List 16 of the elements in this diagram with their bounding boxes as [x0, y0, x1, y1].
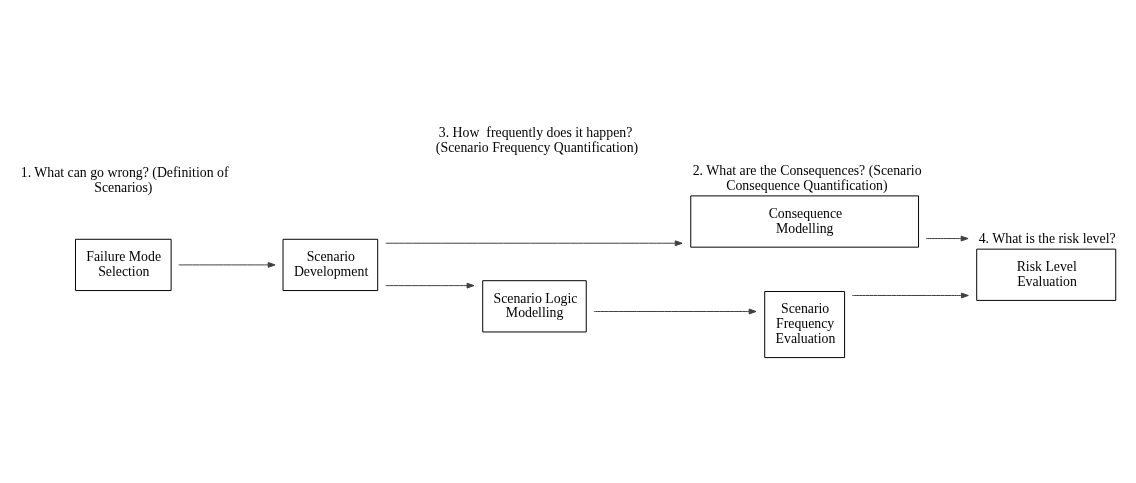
arrow	[385, 240, 683, 247]
label: 3. How frequently does it happen? (Scenario Frequency Quantification)	[435, 124, 639, 155]
arrow	[593, 308, 757, 315]
arrow	[925, 235, 969, 242]
node-box: Scenario Frequency Evaluation	[764, 291, 846, 359]
node-label: 2. What are the Consequences? (Scenario Consequence Quantification)	[692, 163, 922, 194]
arrow	[851, 292, 969, 299]
node-box: Failure Mode Selection	[75, 238, 172, 292]
node-box: Scenario Logic Modelling	[482, 280, 587, 333]
label: 1. What can go wrong? (Definition of Scenarios)	[20, 165, 229, 196]
node-box: Scenario Development	[282, 238, 379, 292]
node-box: Risk Level Evaluation	[976, 248, 1117, 301]
arrow	[178, 262, 276, 268]
arrow	[385, 282, 475, 289]
node-box: Consequence Modelling	[690, 195, 920, 248]
node-label: 4. What is the risk level?	[978, 231, 1116, 247]
